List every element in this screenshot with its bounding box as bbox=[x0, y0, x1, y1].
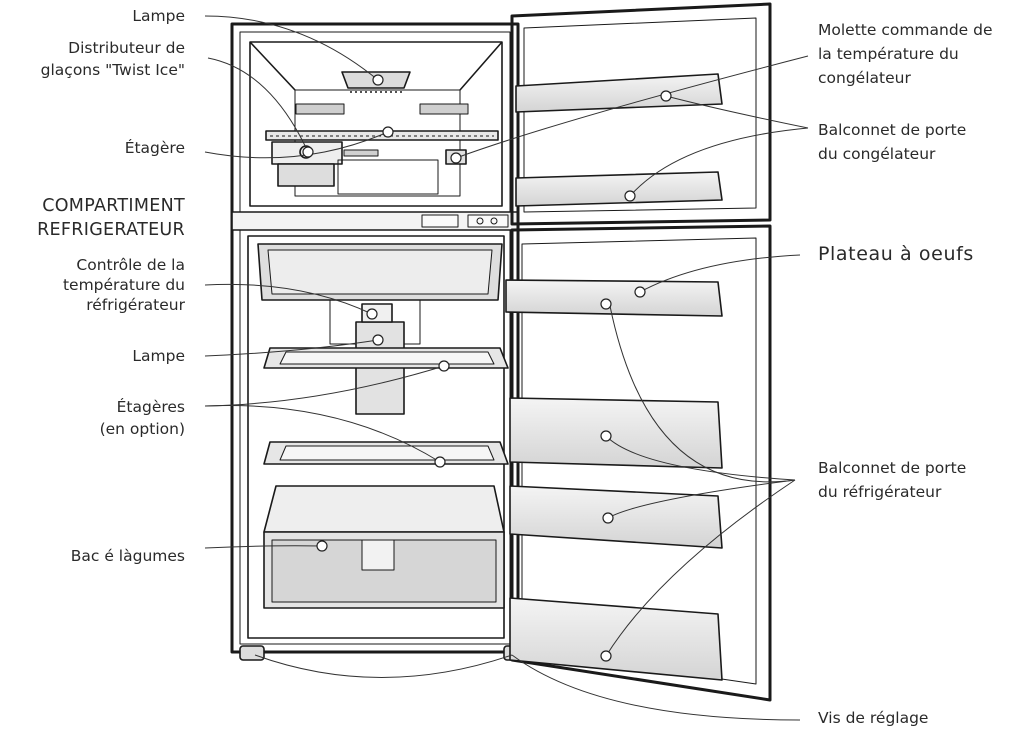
label-freezer-dial-line1: Molette commande de bbox=[818, 21, 993, 39]
fridge-compartment bbox=[247, 235, 509, 639]
label-fridge-door-bin-line1: Balconnet de porte bbox=[818, 459, 967, 477]
fridge-shelf-1 bbox=[263, 347, 509, 369]
label-freezer-dial-line3: congélateur bbox=[818, 69, 911, 87]
freezer-door-bin-2 bbox=[515, 171, 723, 207]
label-freezer-door-bin-line2: du congélateur bbox=[818, 145, 936, 163]
label-twist-ice-line1: Distributeur de bbox=[68, 39, 185, 57]
control-panel bbox=[421, 214, 509, 228]
label-fridge-temp-line3: réfrigérateur bbox=[86, 296, 185, 314]
label-shelves-line1: Étagères bbox=[116, 398, 185, 416]
label-egg-tray: Plateau à oeufs bbox=[818, 243, 974, 265]
label-shelves-line2: (en option) bbox=[99, 420, 185, 438]
twist-ice-dispenser bbox=[271, 141, 379, 187]
label-shelf: Étagère bbox=[124, 139, 185, 157]
freezer-door-bin-1 bbox=[515, 73, 723, 113]
label-compartment-line1: COMPARTIMENT bbox=[42, 196, 185, 216]
freezer-shelf bbox=[265, 130, 499, 141]
label-compartment-line2: REFRIGERATEUR bbox=[37, 220, 185, 240]
label-twist-ice-line2: glaçons "Twist Ice" bbox=[40, 61, 185, 79]
egg-tray-bin bbox=[505, 279, 723, 317]
label-crisper: Bac é làgumes bbox=[70, 547, 185, 565]
freezer-compartment bbox=[249, 41, 503, 207]
label-leveling-screw: Vis de réglage bbox=[818, 709, 929, 727]
fridge-door-bin-1 bbox=[509, 397, 723, 469]
top-drawer bbox=[257, 243, 503, 301]
freezer-door bbox=[510, 2, 772, 226]
label-fridge-door-bin-line2: du réfrigérateur bbox=[818, 483, 942, 501]
fridge-shelf-2 bbox=[263, 441, 509, 465]
label-fridge-temp-line1: Contrôle de la bbox=[76, 256, 185, 274]
label-fridge-temp-line2: température du bbox=[62, 276, 185, 294]
fridge-door bbox=[505, 224, 772, 702]
callout-dots bbox=[302, 74, 672, 662]
label-lamp-fridge: Lampe bbox=[132, 347, 185, 365]
label-lamp-top: Lampe bbox=[132, 7, 185, 25]
label-freezer-dial-line2: la température du bbox=[818, 45, 959, 63]
fridge-door-bin-3 bbox=[509, 597, 723, 681]
crisper-drawer bbox=[263, 485, 505, 609]
callout-lines bbox=[204, 15, 809, 721]
label-freezer-door-bin-line1: Balconnet de porte bbox=[818, 121, 967, 139]
fridge-door-bin-2 bbox=[509, 485, 723, 549]
